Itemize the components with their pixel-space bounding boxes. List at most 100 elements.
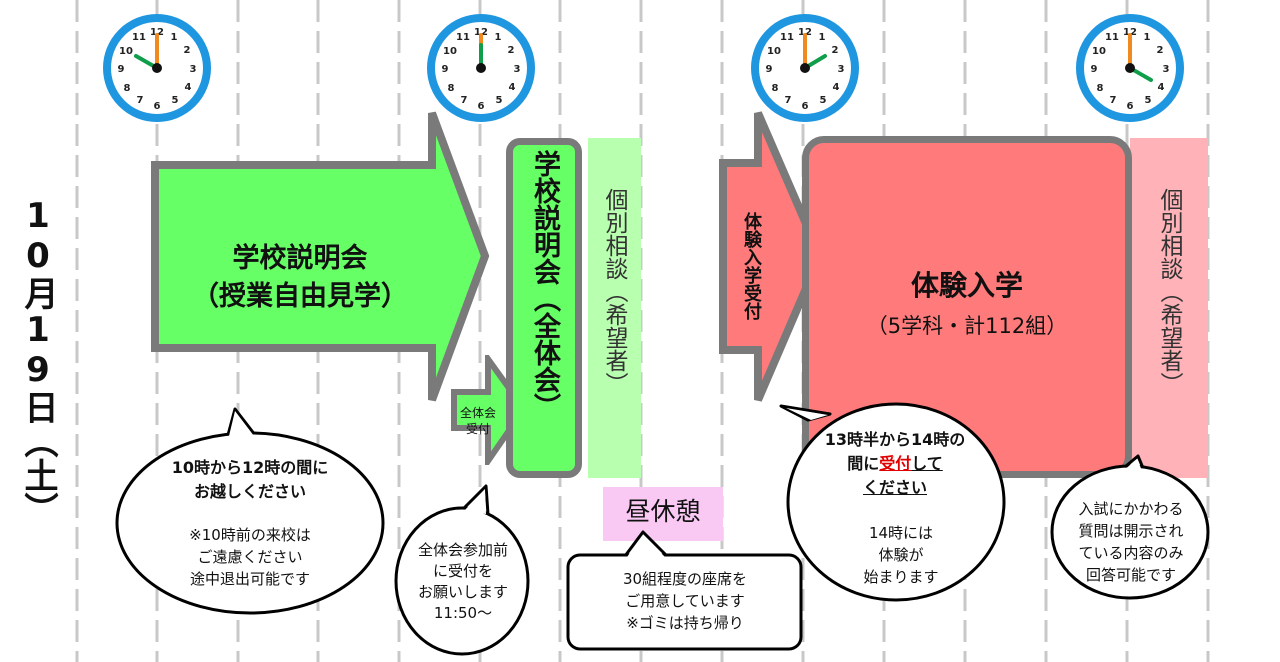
svg-text:5: 5 xyxy=(172,95,179,106)
lunch-note-bubble xyxy=(566,530,803,651)
trial-note-sub1: 14時には xyxy=(868,524,934,542)
lunch-note-line3: ※ゴミは持ち帰り xyxy=(626,614,744,632)
morning-note-sub2: ご遠慮ください xyxy=(197,548,303,566)
trial-reception-arrow xyxy=(719,111,825,402)
svg-text:5: 5 xyxy=(496,95,503,106)
svg-text:3: 3 xyxy=(1163,64,1170,75)
svg-text:2: 2 xyxy=(184,45,191,56)
svg-text:11: 11 xyxy=(1105,32,1119,43)
lunch-note-line2: ご用意しています xyxy=(625,592,745,610)
svg-text:8: 8 xyxy=(1097,83,1104,94)
svg-text:11: 11 xyxy=(780,32,794,43)
trial-note-line2-pre: 間に xyxy=(847,454,880,473)
plenary-reception-line2: 受付 xyxy=(465,422,490,436)
consult-afternoon-label: 個別相談（希望者） xyxy=(1156,188,1182,395)
svg-text:9: 9 xyxy=(1091,64,1098,75)
consult-note-line2: 質問は開示され xyxy=(1078,522,1184,540)
svg-text:4: 4 xyxy=(833,82,840,93)
svg-text:9: 9 xyxy=(118,64,125,75)
svg-text:6: 6 xyxy=(802,101,809,112)
svg-text:12: 12 xyxy=(798,27,812,38)
svg-text:1: 1 xyxy=(1144,32,1151,43)
trial-session-subtitle: （5学科・計112組） xyxy=(866,314,1068,338)
plenary-note-text: 全体会参加前 に受付を お願いします 11:50〜 xyxy=(396,540,530,624)
plenary-note-line4: 11:50〜 xyxy=(433,604,493,622)
svg-text:7: 7 xyxy=(1110,95,1117,106)
morning-note-bubble xyxy=(115,407,385,615)
plenary-note-line1: 全体会参加前 xyxy=(417,541,508,559)
morning-session-arrow xyxy=(151,111,490,402)
morning-note-sub1: ※10時前の来校は xyxy=(189,526,311,544)
lunch-note-line1: 30組程度の座席を xyxy=(622,570,748,588)
trial-note-line2-post: して xyxy=(911,454,943,473)
trial-note-line3: ください xyxy=(862,478,927,497)
plenary-session-box xyxy=(506,138,582,478)
svg-text:5: 5 xyxy=(1145,95,1152,106)
svg-text:10: 10 xyxy=(1092,46,1106,57)
svg-text:3: 3 xyxy=(190,64,197,75)
consult-note-text: 入試にかかわる 質問は開示され ている内容のみ 回答可能です xyxy=(1052,498,1210,586)
plenary-session-label: 学校説明会（全体会） xyxy=(529,150,560,420)
svg-text:6: 6 xyxy=(154,101,161,112)
lunch-note-text: 30組程度の座席を ご用意しています ※ゴミは持ち帰り xyxy=(570,568,800,634)
svg-text:9: 9 xyxy=(766,64,773,75)
consult-note-line3: ている内容のみ xyxy=(1078,544,1184,562)
trial-note-line1: 13時半から14時の xyxy=(824,430,966,449)
consult-afternoon-band xyxy=(1130,138,1208,478)
date-label: 10月19日（土） xyxy=(18,196,58,526)
trial-note-sub2: 体験が xyxy=(878,546,924,564)
svg-text:5: 5 xyxy=(820,95,827,106)
svg-text:7: 7 xyxy=(461,95,468,106)
svg-text:11: 11 xyxy=(132,32,146,43)
svg-text:1: 1 xyxy=(495,32,502,43)
trial-note-sub: 14時には 体験が 始まります xyxy=(836,522,966,588)
svg-text:12: 12 xyxy=(150,27,164,38)
svg-text:4: 4 xyxy=(509,82,516,93)
lunch-break-label: 昼休憩 xyxy=(625,497,701,526)
svg-text:8: 8 xyxy=(124,83,131,94)
svg-text:8: 8 xyxy=(772,83,779,94)
consult-morning-label: 個別相談（希望者） xyxy=(601,188,627,395)
morning-note-main: 10時から12時の間に お越しください xyxy=(140,456,360,504)
svg-text:1: 1 xyxy=(171,32,178,43)
trial-note-reception-emphasis: 受付 xyxy=(879,454,912,473)
trial-note-line2: 間に受付して xyxy=(790,452,1000,476)
svg-text:10: 10 xyxy=(443,46,457,57)
consult-morning-band xyxy=(588,138,641,478)
svg-text:4: 4 xyxy=(185,82,192,93)
morning-session-label: 学校説明会 （授業自由見学） xyxy=(160,240,440,316)
morning-session-subtitle: （授業自由見学） xyxy=(192,281,408,312)
consult-note-line1: 入試にかかわる xyxy=(1078,500,1184,518)
svg-text:9: 9 xyxy=(442,64,449,75)
svg-text:11: 11 xyxy=(456,32,470,43)
svg-text:8: 8 xyxy=(448,83,455,94)
plenary-note-line3: お願いします xyxy=(417,583,508,601)
lunch-break-box xyxy=(603,487,723,541)
svg-text:10: 10 xyxy=(119,46,133,57)
svg-text:6: 6 xyxy=(478,101,485,112)
svg-text:4: 4 xyxy=(1158,82,1165,93)
svg-text:7: 7 xyxy=(137,95,144,106)
trial-reception-label: 体験入学受付 xyxy=(741,212,762,320)
svg-text:2: 2 xyxy=(508,45,515,56)
svg-text:12: 12 xyxy=(1123,27,1137,38)
svg-text:1: 1 xyxy=(819,32,826,43)
morning-note-line1: 10時から12時の間に xyxy=(171,458,329,477)
trial-session-title: 体験入学 xyxy=(910,269,1023,302)
svg-text:6: 6 xyxy=(1127,101,1134,112)
plenary-reception-line1: 全体会 xyxy=(459,406,496,420)
morning-note-line2: お越しください xyxy=(193,482,306,501)
svg-text:7: 7 xyxy=(785,95,792,106)
svg-text:3: 3 xyxy=(838,64,845,75)
morning-note-sub3: 途中退出可能です xyxy=(189,570,310,588)
trial-note-main: 13時半から14時の 間に受付して ください xyxy=(790,428,1000,500)
trial-note-bubble xyxy=(779,402,1006,602)
morning-note-sub: ※10時前の来校は ご遠慮ください 途中退出可能です xyxy=(150,524,350,590)
trial-note-sub3: 始まります xyxy=(863,568,939,586)
svg-text:10: 10 xyxy=(767,46,781,57)
